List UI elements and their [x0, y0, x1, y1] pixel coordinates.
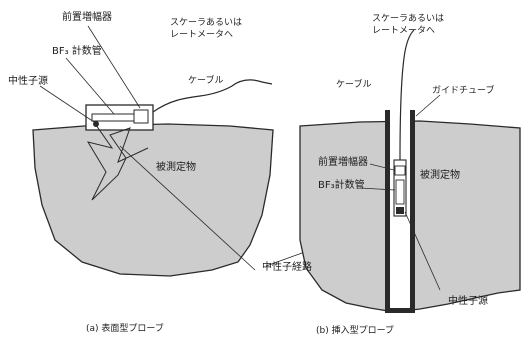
neutron-source-left — [93, 121, 99, 127]
leader-bf3-left — [65, 57, 115, 115]
leader-neutron-path — [119, 145, 256, 271]
measured-medium-left — [32, 123, 274, 277]
neutron-path-left — [86, 124, 149, 201]
leader-bf3-right — [359, 187, 396, 191]
caption-a: (a) 表面型プローブ — [86, 324, 164, 334]
caption-b: (b) 挿入型プローブ — [316, 326, 395, 336]
cable-right — [399, 29, 415, 161]
bf3-counter-tube-right — [395, 179, 405, 205]
to-counter-label-left-1: スケーラあるいは — [170, 18, 243, 28]
guide-tube-left-wall — [385, 110, 390, 313]
source-label-left: 中性子源 — [8, 76, 48, 87]
guide-tube-label: ガイドチューブ — [432, 86, 495, 96]
cable-left — [152, 79, 273, 113]
guide-tube-bottom — [385, 308, 415, 313]
guide-tube-right-wall — [410, 110, 415, 313]
cable-label-right: ケーブル — [336, 80, 372, 90]
preamp-label-right: 前置増幅器 — [318, 157, 368, 168]
to-counter-label-right-2: レートメータへ — [372, 26, 436, 36]
to-counter-label-left-2: レートメータへ — [170, 30, 234, 40]
preamp-label-left: 前置増幅器 — [62, 12, 112, 23]
leader-preamp-right — [369, 163, 395, 171]
leader-preamp-left — [87, 25, 141, 109]
preamplifier-left — [133, 109, 149, 124]
cable-label-left: ケーブル — [188, 76, 224, 86]
neutron-source-right — [396, 207, 404, 214]
bf3-label-right: BF₃計数管 — [318, 180, 365, 191]
to-counter-label-right-1: スケーラあるいは — [372, 14, 445, 24]
preamplifier-right — [394, 165, 406, 176]
source-label-right: 中性子源 — [448, 296, 488, 307]
neutron-path-label: 中性子経路 — [262, 262, 312, 273]
medium-label-left: 被測定物 — [156, 162, 196, 173]
bf3-label-left: BF₃ 計数管 — [52, 46, 102, 57]
medium-label-right: 被測定物 — [420, 170, 460, 181]
leader-guide-tube — [415, 94, 441, 117]
leader-source-left — [39, 85, 95, 123]
leader-source-right — [404, 211, 441, 291]
